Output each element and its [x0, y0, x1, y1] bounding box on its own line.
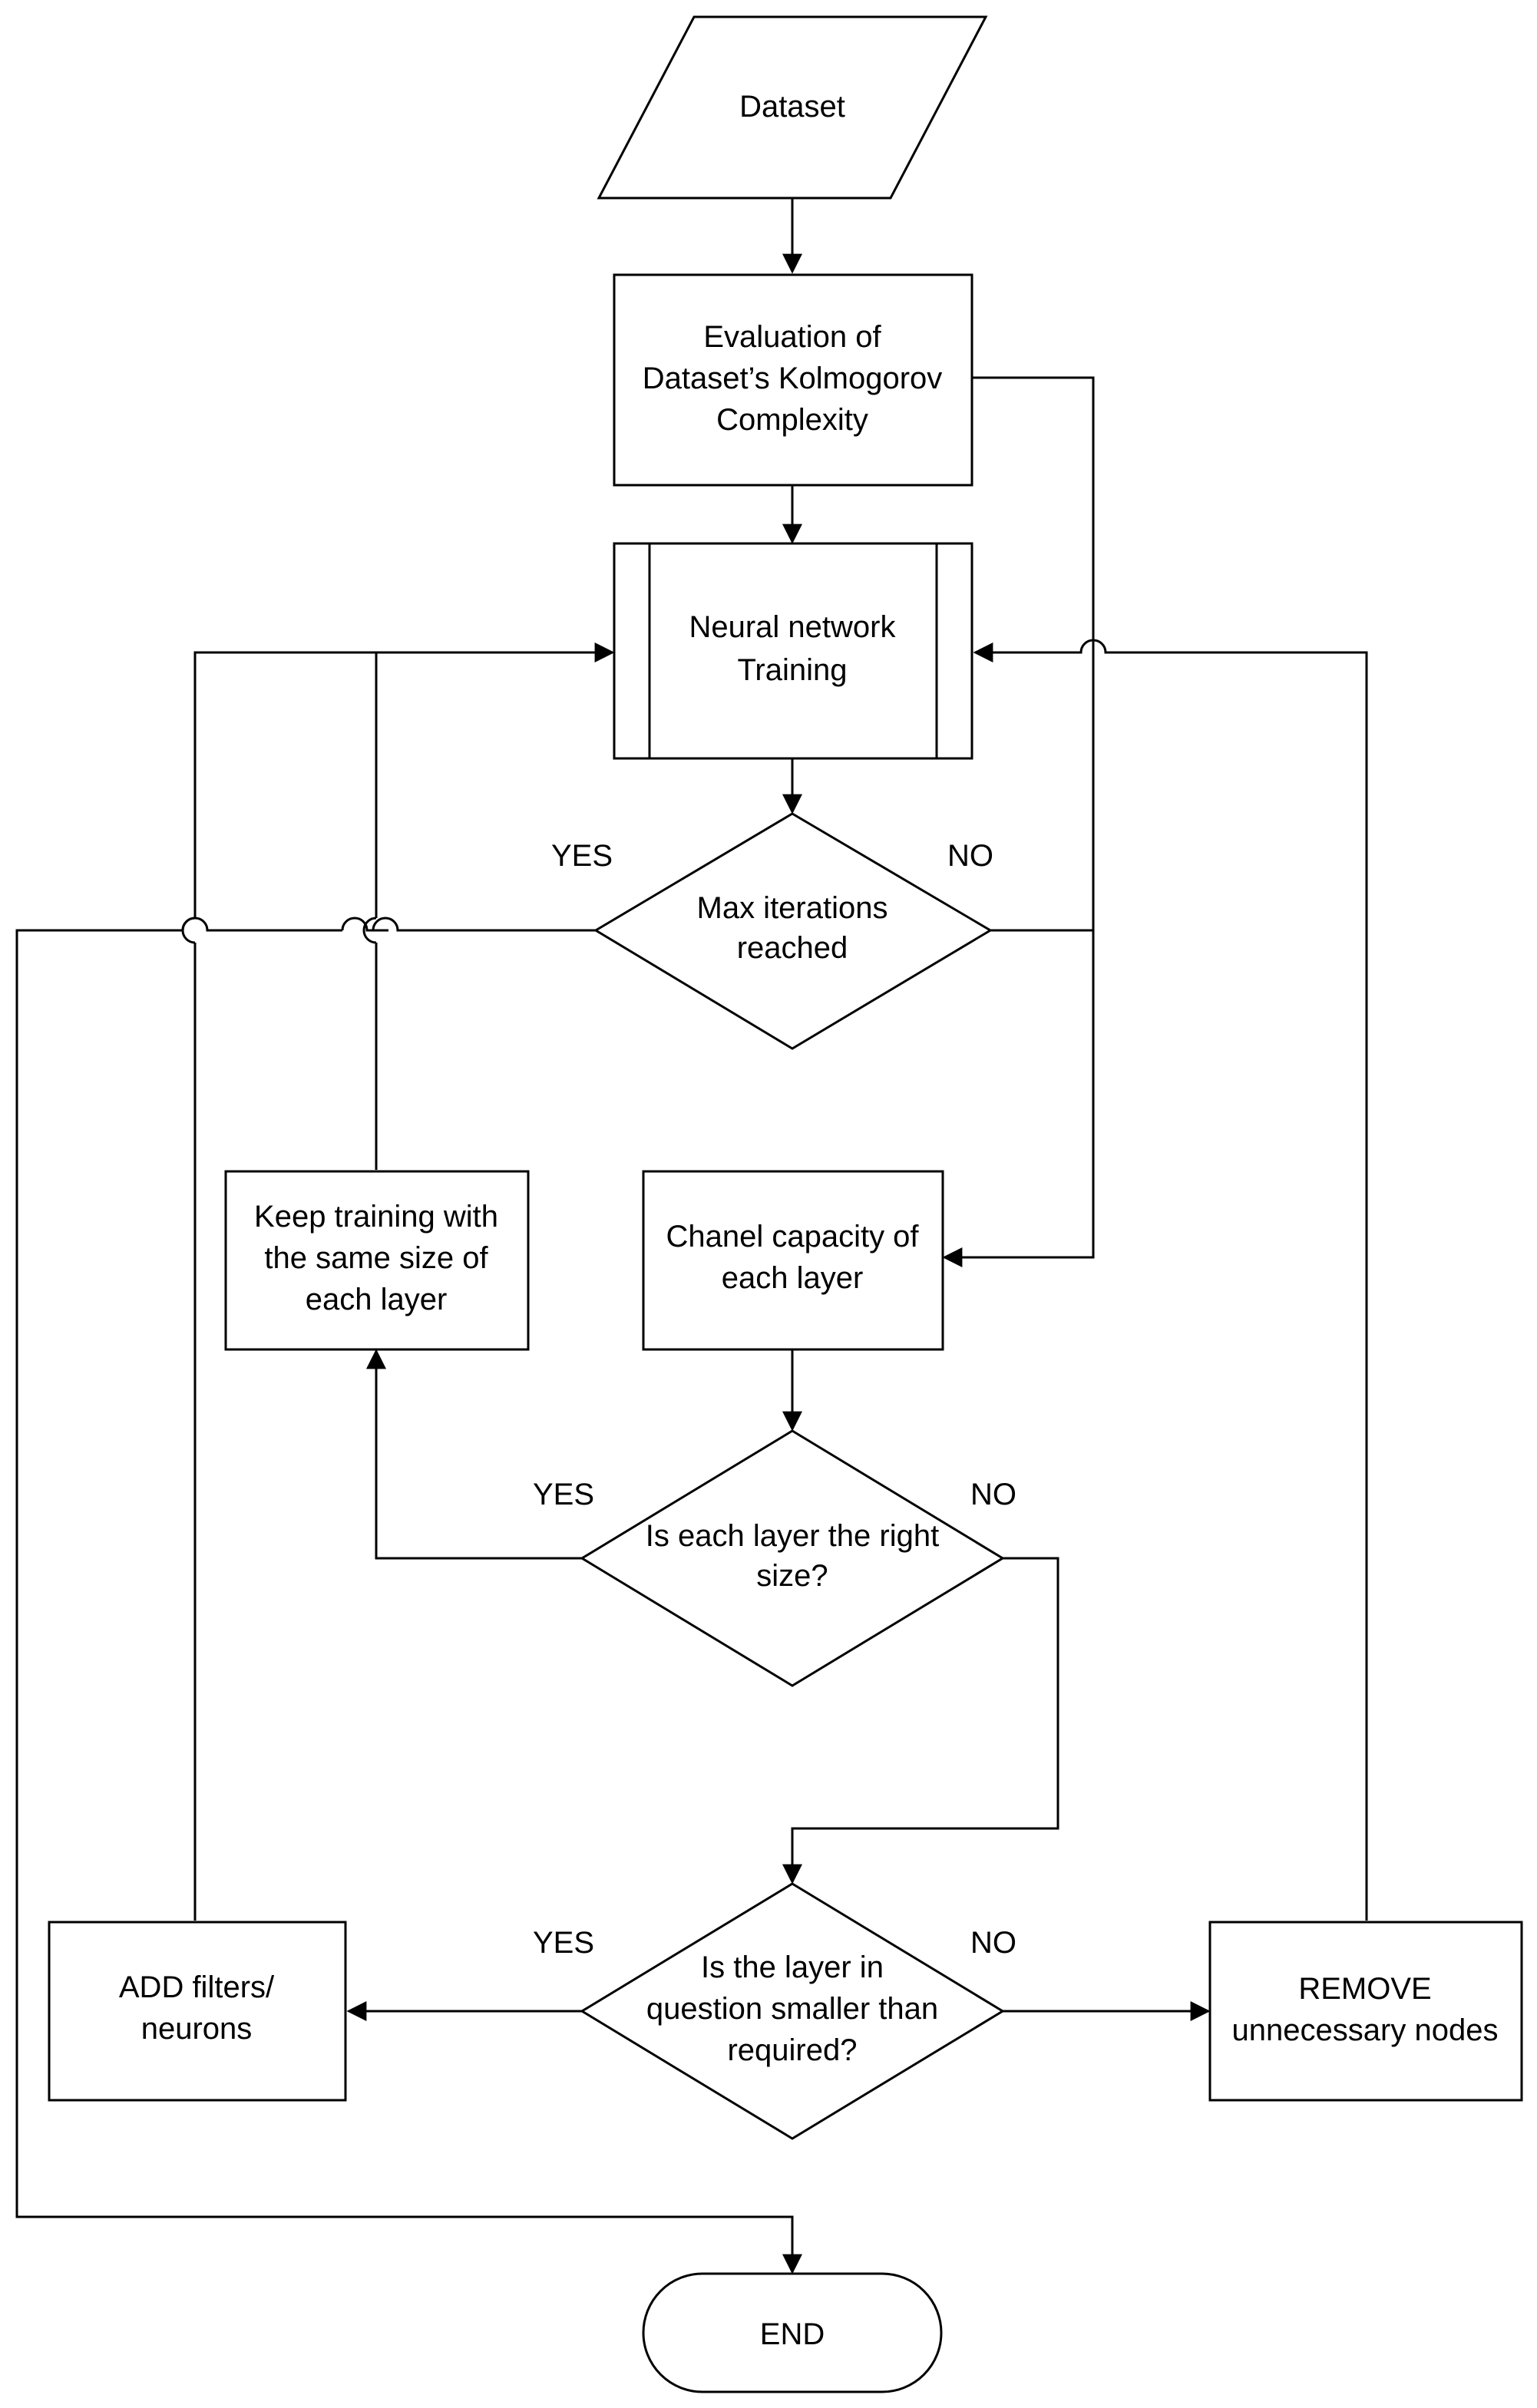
- max-iterations-node: Max iterations reached YES NO: [551, 812, 993, 1050]
- add-label-line-1: ADD filters/: [119, 1970, 275, 2004]
- smaller-label-line-3: required?: [727, 2033, 857, 2067]
- right-size-diamond: [580, 1429, 1005, 1687]
- keep-training-box: [224, 1170, 530, 1351]
- keep-training-jump: [362, 917, 377, 944]
- remove-node: REMOVE unnecessary nodes: [1208, 1921, 1523, 2102]
- evaluation-node: Evaluation of Dataset’s Kolmogorov Compl…: [613, 273, 973, 487]
- smaller-no-label: NO: [970, 1926, 1016, 1960]
- add-jump: [181, 917, 196, 944]
- add-node: ADD filters/ neurons: [48, 1921, 347, 2102]
- smaller-label-line-2: question smaller than: [646, 1992, 938, 2026]
- right-size-yes-label: YES: [533, 1478, 594, 1511]
- add-label-line-2: neurons: [141, 2012, 253, 2046]
- arrow-add-to-training: [193, 651, 376, 1921]
- channel-capacity-label-line-1: Chanel capacity of: [666, 1220, 919, 1254]
- add-box: [48, 1921, 347, 2102]
- channel-capacity-node: Chanel capacity of each layer: [642, 1170, 944, 1351]
- training-box: [613, 542, 973, 760]
- right-size-no-label: NO: [970, 1478, 1016, 1511]
- max-iterations-no-label: NO: [947, 839, 993, 873]
- right-size-label-line-2: size?: [756, 1559, 828, 1593]
- keep-training-label-line-3: each layer: [306, 1283, 448, 1316]
- training-node: Neural network Training: [613, 542, 973, 760]
- keep-training-node: Keep training with the same size of each…: [224, 1170, 530, 1351]
- arrow-keep-training-to-training: [375, 652, 613, 1170]
- evaluation-label-line-2: Dataset’s Kolmogorov: [643, 362, 943, 395]
- end-label: END: [760, 2317, 825, 2351]
- arrow-size-no-to-smaller: [782, 1557, 1059, 1884]
- end-terminator: [642, 2272, 943, 2393]
- right-size-node: Is each layer the right size? YES NO: [533, 1429, 1016, 1687]
- remove-box: [1208, 1921, 1523, 2102]
- arrow-size-yes-to-keep-training: [366, 1349, 582, 1560]
- end-node: END: [642, 2272, 943, 2393]
- channel-capacity-box: [642, 1170, 944, 1351]
- connectors: [15, 198, 1368, 2272]
- dataset-parallelogram: [597, 15, 988, 200]
- smaller-diamond: [580, 1882, 1005, 2140]
- dataset-node: Dataset: [597, 15, 988, 200]
- max-iterations-yes-label: YES: [551, 839, 613, 873]
- right-size-label-line-1: Is each layer the right: [646, 1519, 939, 1553]
- remove-label-line-1: REMOVE: [1298, 1972, 1431, 2006]
- dataset-label: Dataset: [739, 90, 845, 124]
- smaller-label-line-1: Is the layer in: [701, 1951, 884, 1984]
- keep-training-label-line-1: Keep training with: [254, 1200, 498, 1234]
- max-iterations-diamond: [593, 812, 993, 1050]
- training-label-line-2: Training: [737, 653, 847, 687]
- evaluation-label-line-3: Complexity: [716, 403, 868, 437]
- max-iterations-label-line-1: Max iterations: [697, 891, 888, 925]
- evaluation-label-line-1: Evaluation of: [703, 320, 881, 354]
- training-label-line-1: Neural network: [689, 610, 896, 644]
- arrow-remove-to-training: [973, 639, 1368, 1921]
- channel-capacity-label-line-2: each layer: [722, 1261, 864, 1295]
- smaller-yes-label: YES: [533, 1926, 594, 1960]
- max-iterations-label-line-2: reached: [737, 931, 848, 965]
- smaller-node: Is the layer in question smaller than re…: [533, 1882, 1016, 2140]
- remove-label-line-2: unnecessary nodes: [1232, 2013, 1499, 2047]
- evaluation-box: [613, 273, 973, 487]
- arrow-evaluation-to-channel-capacity: [942, 376, 1095, 1267]
- keep-training-label-line-2: the same size of: [264, 1241, 488, 1275]
